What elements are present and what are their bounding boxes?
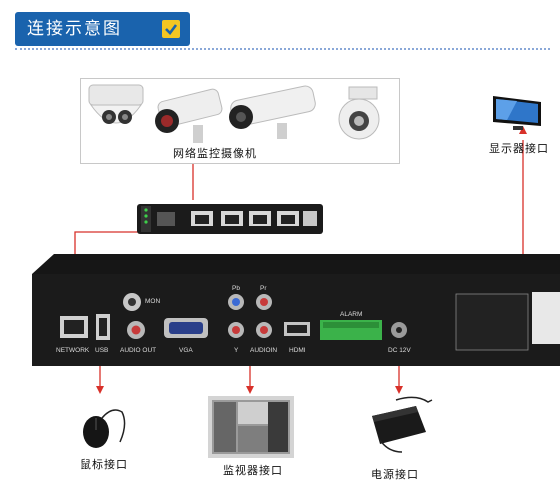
port-label-alarm: ALARM [340,311,363,318]
network-cameras-box: 网络监控摄像机 [80,78,400,164]
bullet-camera-icon-2 [229,85,316,139]
port-label-mon: MON [145,298,161,305]
port-label-network: NETWORK [56,347,90,354]
network-switch [137,204,323,234]
display-label: 显示器接口 [489,142,549,155]
checkmark-icon [162,20,180,38]
port-label-audio-out: AUDIO OUT [120,347,157,354]
camera-images [88,84,380,143]
page-title: 连接示意图 [27,19,122,39]
port-label-vga: VGA [179,347,193,354]
port-label-pr: Pr [260,285,267,292]
mouse-label: 鼠标接口 [80,458,128,471]
port-label-y: Y [234,347,239,354]
ptz-camera-icon [338,86,380,140]
dvr-body [32,254,560,366]
header-divider [15,48,550,50]
port-label-usb: USB [95,347,109,354]
port-label-audio-in: AUDIOIN [250,347,278,354]
page-title-banner: 连接示意图 [15,12,190,46]
bullet-camera-icon [155,88,223,143]
mouse-icon [83,409,126,448]
port-label-dc: DC 12V [388,347,411,354]
dvr-rear-panel: NETWORK USB AUDIO OUT MON VGA Pb Pr Y AU… [32,254,560,366]
dome-camera-icon [88,84,144,124]
port-label-pb: Pb [232,285,240,292]
monitor-icon [208,396,294,458]
power-adapter-icon [372,396,433,453]
cameras-label: 网络监控摄像机 [173,147,257,160]
power-label: 电源接口 [371,468,419,481]
monitor-label: 监视器接口 [223,464,283,477]
port-label-hdmi: HDMI [289,347,306,354]
display-monitor-icon [493,96,541,130]
